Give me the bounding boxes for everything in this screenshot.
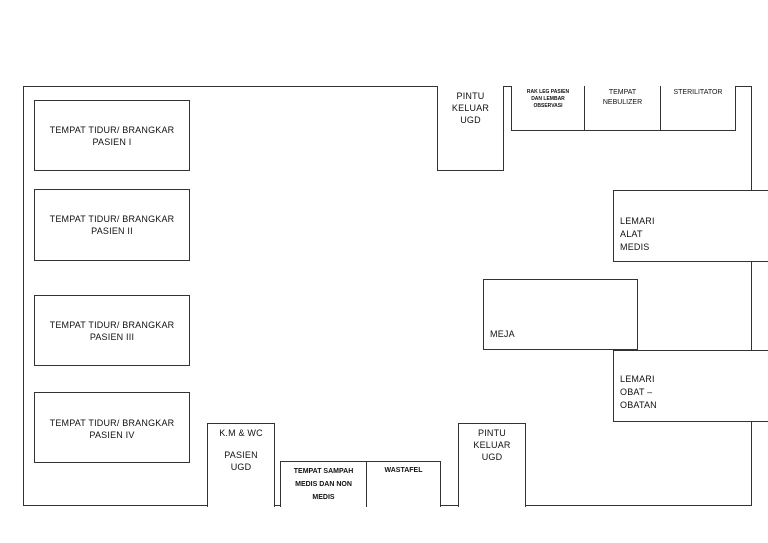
bed-label-line1: TEMPAT TIDUR/ BRANGKAR (49, 418, 175, 428)
bed-label-line1: TEMPAT TIDUR/ BRANGKAR (49, 214, 175, 224)
cabinet-meds-line2: OBAT – (620, 387, 653, 397)
sterilizer-label: STERILITATOR (673, 89, 723, 96)
exit-door-label-line3: UGD (481, 452, 503, 462)
bed-label-line2: PASIEN II (91, 226, 133, 236)
patient-record-rack: RAK LEG PASIEN DAN LEMBAR OBSERVASI (511, 86, 585, 131)
bed-patient-3: TEMPAT TIDUR/ BRANGKAR PASIEN III (34, 295, 190, 366)
bed-patient-2: TEMPAT TIDUR/ BRANGKAR PASIEN II (34, 189, 190, 261)
toilet-label-line3: UGD (230, 462, 252, 472)
trash-label-line2: MEDIS DAN NON (295, 481, 352, 488)
rack-label-line3: OBSERVASI (533, 103, 563, 109)
nebulizer-station: TEMPAT NEBULIZER (584, 86, 661, 131)
patient-toilet: K.M & WC PASIEN UGD (207, 423, 275, 507)
exit-door-label-line1: PINTU (478, 428, 506, 438)
bed-patient-4: TEMPAT TIDUR/ BRANGKAR PASIEN IV (34, 392, 190, 463)
cabinet-meds-line1: LEMARI (620, 374, 655, 384)
cabinet-tools-line2: ALAT (620, 229, 643, 239)
table-label: MEJA (490, 329, 515, 339)
bed-label-line1: TEMPAT TIDUR/ BRANGKAR (49, 319, 175, 330)
trash-label-line1: TEMPAT SAMPAH (293, 468, 354, 475)
bed-label-line2: PASIEN I (92, 136, 132, 147)
medical-tools-cabinet: LEMARI ALAT MEDIS (613, 190, 768, 262)
bed-label-line2: PASIEN III (89, 331, 135, 342)
rack-label-line1: RAK LEG PASIEN (526, 89, 570, 95)
medical-trash-bin: TEMPAT SAMPAH MEDIS DAN NON MEDIS (280, 461, 367, 507)
sterilizer-station: STERILITATOR (660, 86, 736, 131)
toilet-label-line1: K.M & WC (219, 428, 263, 438)
toilet-label-line2: PASIEN (224, 450, 258, 460)
table-desk: MEJA (483, 279, 638, 350)
exit-door-bottom: PINTU KELUAR UGD (458, 423, 526, 507)
bed-label-line1: TEMPAT TIDUR/ BRANGKAR (49, 124, 175, 135)
trash-label-line3: MEDIS (312, 494, 335, 501)
nebulizer-label-line1: TEMPAT (608, 89, 637, 96)
exit-door-label-line1: PINTU (456, 91, 485, 101)
exit-door-label-line2: KELUAR (473, 440, 511, 450)
exit-door-label-line3: UGD (460, 115, 481, 125)
sink: WASTAFEL (366, 461, 441, 507)
cabinet-meds-line3: OBATAN (620, 400, 657, 410)
exit-door-top: PINTU KELUAR UGD (437, 86, 504, 171)
cabinet-tools-line3: MEDIS (620, 242, 650, 252)
exit-door-label-line2: KELUAR (451, 103, 490, 113)
sink-label: WASTAFEL (384, 467, 423, 474)
medicine-cabinet: LEMARI OBAT – OBATAN (613, 350, 768, 422)
rack-label-line2: DAN LEMBAR (531, 96, 565, 102)
bed-label-line2: PASIEN IV (89, 430, 135, 440)
cabinet-tools-line1: LEMARI (620, 216, 655, 226)
nebulizer-label-line2: NEBULIZER (602, 99, 643, 106)
bed-patient-1: TEMPAT TIDUR/ BRANGKAR PASIEN I (34, 100, 190, 171)
